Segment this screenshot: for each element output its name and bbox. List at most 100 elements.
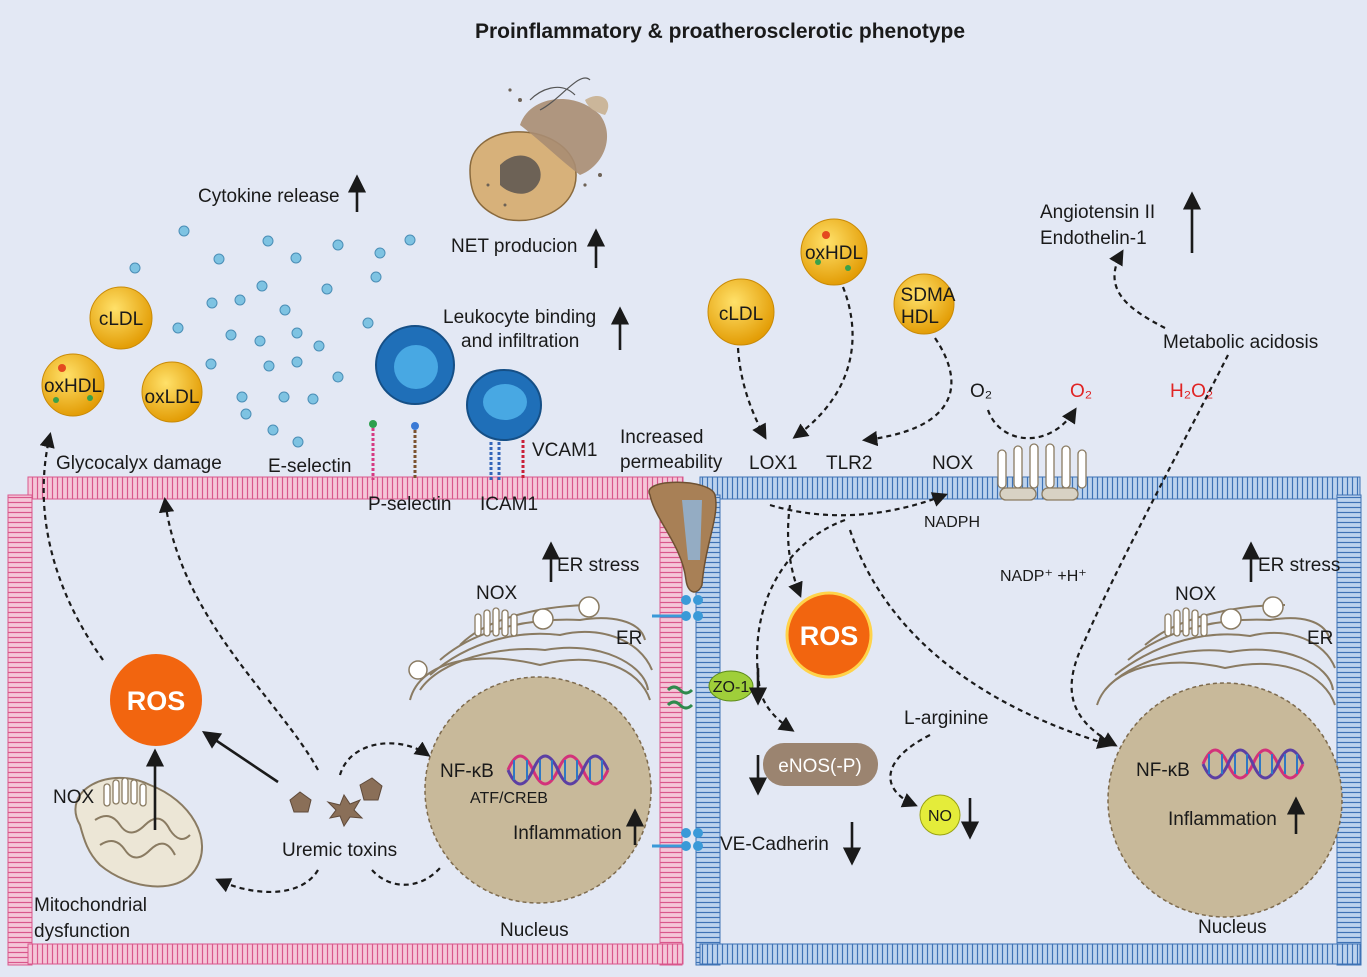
zo1-label: ZO-1 bbox=[713, 679, 750, 696]
uremic-toxins-label: Uremic toxins bbox=[282, 840, 397, 861]
nox-membrane-label: NOX bbox=[932, 453, 974, 474]
acidosis-to-angiotensin-arrow bbox=[1109, 249, 1166, 329]
ros-right-badge: ROS bbox=[785, 591, 873, 679]
leukocyte-large bbox=[375, 325, 455, 405]
nadph-label: NADPH bbox=[924, 514, 980, 531]
nadp-h-label: NADP⁺ +H⁺ bbox=[1000, 568, 1087, 585]
inflammation-left-label: Inflammation bbox=[513, 823, 622, 844]
cldl-to-lox1-arrow bbox=[736, 347, 767, 440]
leukocyte-binding-label-line2: and infiltration bbox=[461, 331, 579, 352]
ros-left-label: ROS bbox=[127, 686, 186, 716]
cldl-left-label: cLDL bbox=[99, 309, 143, 330]
sdma-hdl-label-line2: HDL bbox=[901, 307, 939, 328]
o2-left-label: O₂ bbox=[970, 381, 992, 402]
arginine-to-no-arrow bbox=[889, 734, 931, 808]
nucleus-left-label: Nucleus bbox=[500, 920, 569, 941]
er-stress-left-label: ER stress bbox=[557, 555, 639, 576]
p-selectin-molecule bbox=[411, 422, 419, 480]
junction-proteins bbox=[652, 595, 703, 851]
endothelin-label: Endothelin-1 bbox=[1040, 228, 1147, 249]
uremic-toxin-particles bbox=[289, 777, 383, 828]
net-production-label: NET producion bbox=[451, 236, 577, 257]
nox-er-left-label: NOX bbox=[476, 583, 518, 604]
icam1-molecule bbox=[489, 442, 501, 480]
nox-mito-label: NOX bbox=[53, 787, 95, 808]
cytokine-particles bbox=[129, 225, 416, 448]
h2o2-label: H₂O₂ bbox=[1170, 381, 1213, 402]
right-er-membranes bbox=[1096, 604, 1336, 706]
lox1-to-ros-arrow bbox=[786, 504, 803, 598]
acidosis-to-nucleus-arrow bbox=[1070, 354, 1229, 747]
tlr2-to-nucleus-arrow bbox=[848, 529, 1113, 749]
membrane-to-enos-arrow bbox=[755, 518, 846, 732]
ros-left-badge: ROS bbox=[110, 654, 202, 746]
mito-dysfunction-label-line2: dysfunction bbox=[34, 921, 130, 942]
oxldl-left-label: oxLDL bbox=[145, 387, 200, 408]
er-left-label: ER bbox=[616, 628, 642, 649]
nfkb-left-label: NF-κB bbox=[440, 761, 494, 782]
net-neutrophil-illustration bbox=[469, 77, 609, 222]
oxhdl-left-label: oxHDL bbox=[44, 376, 102, 397]
l-arginine-label: L-arginine bbox=[904, 708, 989, 729]
o2-right-label: O₂ bbox=[1070, 381, 1092, 402]
mitochondrion-illustration bbox=[74, 776, 204, 888]
atf-creb-label: ATF/CREB bbox=[470, 790, 548, 807]
increased-permeability-label-line2: permeability bbox=[620, 452, 723, 473]
right-er-vesicles bbox=[1220, 596, 1284, 630]
no-label: NO bbox=[928, 808, 952, 825]
increased-permeability-label-line1: Increased bbox=[620, 427, 703, 448]
metabolic-acidosis-label: Metabolic acidosis bbox=[1163, 332, 1318, 353]
enos-label: eNOS(-P) bbox=[778, 756, 861, 777]
er-right-label: ER bbox=[1307, 628, 1333, 649]
left-er-vesicles bbox=[408, 596, 600, 680]
left-er-nox bbox=[474, 607, 518, 637]
toxins-to-nucleus-lower-arrow bbox=[371, 867, 441, 886]
membrane-nox-complex bbox=[997, 443, 1087, 501]
o2-conversion-arrow bbox=[986, 407, 1077, 440]
sdma-to-tlr2-arrow bbox=[861, 337, 953, 447]
p-selectin-label: P-selectin bbox=[368, 494, 451, 515]
icam1-label: ICAM1 bbox=[480, 494, 538, 515]
toxins-to-nucleus-arrow bbox=[338, 741, 431, 776]
sdma-hdl-label-line1: SDMA bbox=[901, 285, 956, 306]
inflammation-right-label: Inflammation bbox=[1168, 809, 1277, 830]
oxhdl-to-lox1-arrow bbox=[792, 286, 854, 439]
nox-er-right-label: NOX bbox=[1175, 584, 1217, 605]
angiotensin-label: Angiotensin II bbox=[1040, 202, 1155, 223]
oxhdl-right-particle: oxHDL bbox=[800, 218, 868, 286]
cytokine-release-label: Cytokine release bbox=[198, 186, 340, 207]
ve-cadherin-label: VE-Cadherin bbox=[720, 834, 829, 855]
lox1-label: LOX1 bbox=[749, 453, 798, 474]
glycocalyx-damage-label: Glycocalyx damage bbox=[56, 453, 222, 474]
junction-gap-shape bbox=[648, 481, 717, 593]
oxldl-left-particle: oxLDL bbox=[141, 361, 203, 423]
tlr2-label: TLR2 bbox=[826, 453, 872, 474]
cldl-left-particle: cLDL bbox=[89, 286, 153, 350]
zo1-badge: ZO-1 bbox=[708, 670, 754, 702]
left-nucleus bbox=[424, 676, 652, 904]
toxins-to-glycocalyx-arrow bbox=[158, 496, 319, 771]
leukocyte-small bbox=[466, 369, 542, 441]
enos-badge: eNOS(-P) bbox=[763, 743, 878, 786]
sdma-hdl-particle: SDMA HDL bbox=[893, 273, 956, 335]
right-nucleus bbox=[1107, 682, 1343, 918]
oxhdl-left-particle: oxHDL bbox=[41, 353, 105, 417]
e-selectin-molecule bbox=[369, 420, 377, 480]
toxins-to-mito-arrow bbox=[215, 869, 319, 894]
e-selectin-label: E-selectin bbox=[268, 456, 351, 477]
nucleus-right-label: Nucleus bbox=[1198, 917, 1267, 938]
vcam1-label: VCAM1 bbox=[532, 440, 597, 461]
diagram-title: Proinflammatory & proatherosclerotic phe… bbox=[475, 20, 965, 43]
ros-to-glycocalyx-arrow bbox=[39, 432, 104, 661]
leukocyte-binding-label-line1: Leukocyte binding bbox=[443, 307, 596, 328]
nfkb-right-label: NF-κB bbox=[1136, 760, 1190, 781]
mito-dysfunction-label-line1: Mitochondrial bbox=[34, 895, 147, 916]
oxhdl-right-label: oxHDL bbox=[805, 243, 863, 264]
dna-helix-right bbox=[1201, 748, 1305, 780]
cldl-right-label: cLDL bbox=[719, 304, 763, 325]
cldl-right-particle: cLDL bbox=[707, 278, 775, 346]
right-er-nox bbox=[1164, 607, 1208, 637]
no-badge: NO bbox=[919, 794, 961, 836]
